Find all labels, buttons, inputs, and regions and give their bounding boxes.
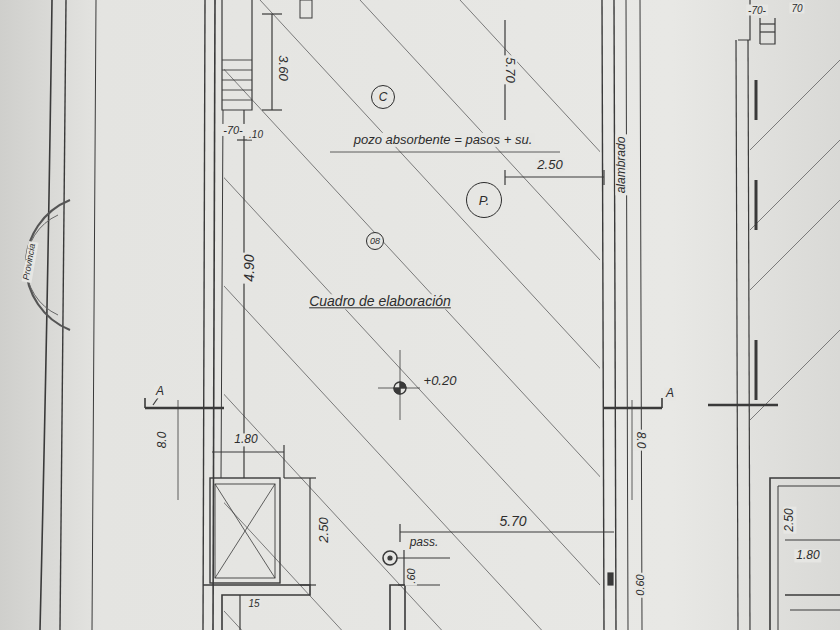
symbol-circle: C (371, 85, 395, 109)
symbol-text: P. (479, 194, 490, 207)
dimension-label: A (664, 387, 676, 400)
room-name: Cuadro de elaboración (307, 294, 453, 309)
symbol-text: 08 (370, 237, 380, 246)
dimension-label: -70- (746, 5, 768, 16)
dimension-label: Provincia (22, 241, 39, 283)
dimension-label: 8.0 (156, 430, 169, 451)
dimension-label: -70- (221, 124, 245, 136)
dimension-label: 2.50 (535, 158, 564, 172)
symbol-text: C (379, 91, 388, 103)
dimension-label: A (154, 385, 166, 398)
symbol-circle: P. (466, 182, 502, 218)
dimension-label: 2.50 (783, 506, 796, 533)
symbol-circle: 08 (366, 232, 384, 250)
dimension-label: 4.90 (242, 252, 257, 283)
dimension-label: pass. (408, 536, 441, 549)
dimension-label: .10 (247, 129, 265, 140)
dimension-label: 15 (246, 598, 261, 609)
note-text: pozo absorbente = pasos + su. (352, 133, 535, 147)
dimension-label: alambrado (615, 135, 628, 196)
dimension-label: 70 (789, 3, 804, 14)
dimension-label: 5.70 (497, 514, 528, 529)
dimension-label: +0.20 (422, 374, 459, 388)
dimension-label: 2.50 (317, 515, 331, 544)
dimension-label: 8.0 (633, 430, 646, 451)
dimension-label: 0.60 (634, 572, 646, 597)
dimension-label: .60 (405, 566, 417, 585)
dimension-label: 1.80 (232, 433, 259, 446)
dimension-label: 3.60 (276, 53, 290, 82)
dimension-label: 1.80 (794, 549, 821, 562)
dimension-label: 5.70 (503, 55, 517, 84)
